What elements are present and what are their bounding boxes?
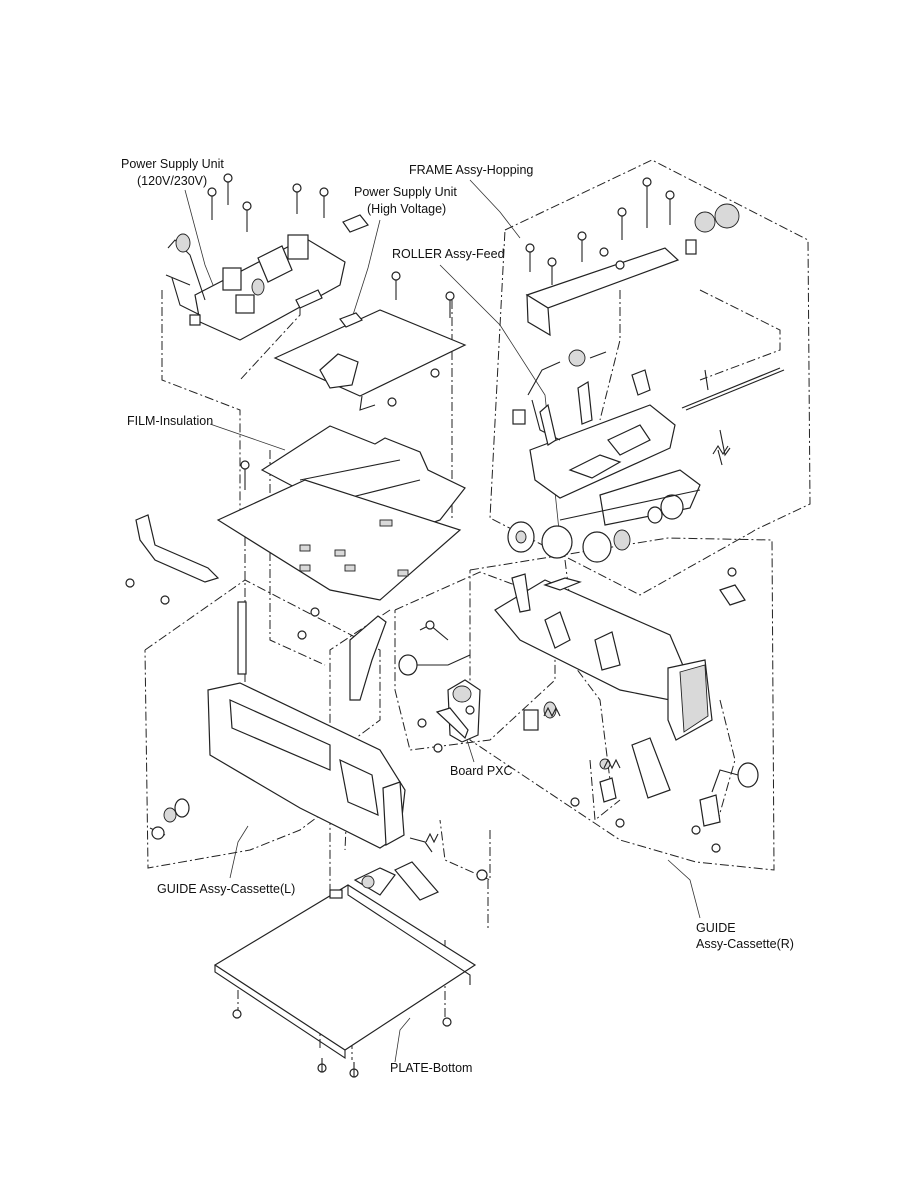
guide-assy-cassette-l	[149, 682, 433, 853]
connection-dashes	[161, 240, 781, 1060]
plate-bottom	[213, 861, 488, 1060]
label-guide-cassette-r-line1: GUIDE	[696, 921, 736, 935]
spring-icons	[425, 444, 729, 844]
label-plate-bottom: PLATE-Bottom	[390, 1061, 472, 1075]
guide-assy-cassette-r	[494, 573, 713, 741]
label-board-pxc: Board PXC	[450, 764, 513, 778]
left-bracket	[135, 514, 220, 583]
label-frame-hopping: FRAME Assy-Hopping	[409, 163, 533, 177]
power-supply-unit-high-voltage	[273, 214, 467, 411]
guide-r-small-parts	[599, 584, 759, 853]
guide-cassette-r-boundary	[469, 537, 775, 871]
hopping-inner-assembly	[512, 349, 676, 499]
vertical-posts	[237, 601, 387, 701]
chassis-plate	[216, 479, 462, 601]
frame-hopping-boundary	[489, 159, 811, 596]
label-film-insulation: FILM-Insulation	[127, 414, 213, 428]
screw-icons	[125, 173, 737, 1078]
power-supply-unit-main	[165, 233, 346, 341]
roller-assy-feed	[507, 469, 701, 563]
frame-assy-hopping	[525, 203, 740, 337]
label-guide-cassette-l: GUIDE Assy-Cassette(L)	[157, 882, 295, 896]
label-psu-main-line2: (120V/230V)	[137, 174, 207, 188]
label-roller-feed: ROLLER Assy-Feed	[392, 247, 505, 261]
long-shaft	[681, 367, 785, 466]
label-psu-main-line1: Power Supply Unit	[121, 157, 224, 171]
label-psu-hv-line1: Power Supply Unit	[354, 185, 457, 199]
label-psu-hv-line2: (High Voltage)	[367, 202, 446, 216]
board-pxc-boundary	[394, 571, 556, 751]
label-guide-cassette-r-line2: Assy-Cassette(R)	[696, 937, 794, 951]
guide-cassette-l-boundary	[144, 579, 381, 869]
